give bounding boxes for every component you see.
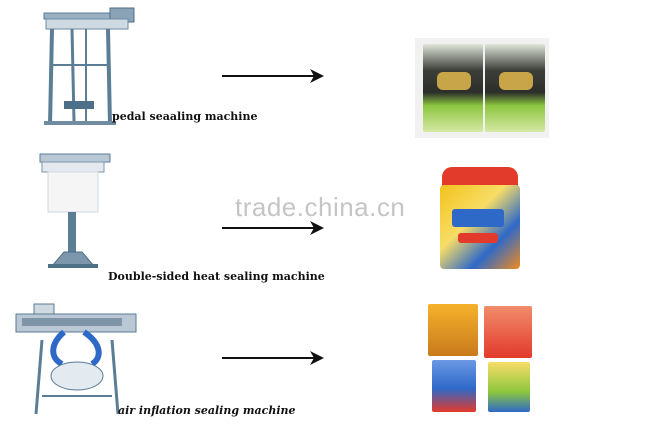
arrow-icon [222,69,324,83]
row-3-label: air inflation sealing machine [118,404,296,417]
pedal-sealing-machine-image [43,7,135,126]
row-1-label: pedal seaaling machine [112,110,258,123]
sealed-tea-packs-image [415,38,549,138]
row-2-label: Double-sided heat sealing machine [108,270,325,283]
arrow-icon [222,351,324,365]
air-inflation-sealing-machine-image [15,303,137,415]
watermark: trade.china.cn [235,192,406,222]
snack-bag-image [436,165,526,271]
inflated-snack-bags-image [426,302,536,414]
double-sided-heat-sealing-machine-image [39,153,111,268]
arrow-icon [222,221,324,235]
